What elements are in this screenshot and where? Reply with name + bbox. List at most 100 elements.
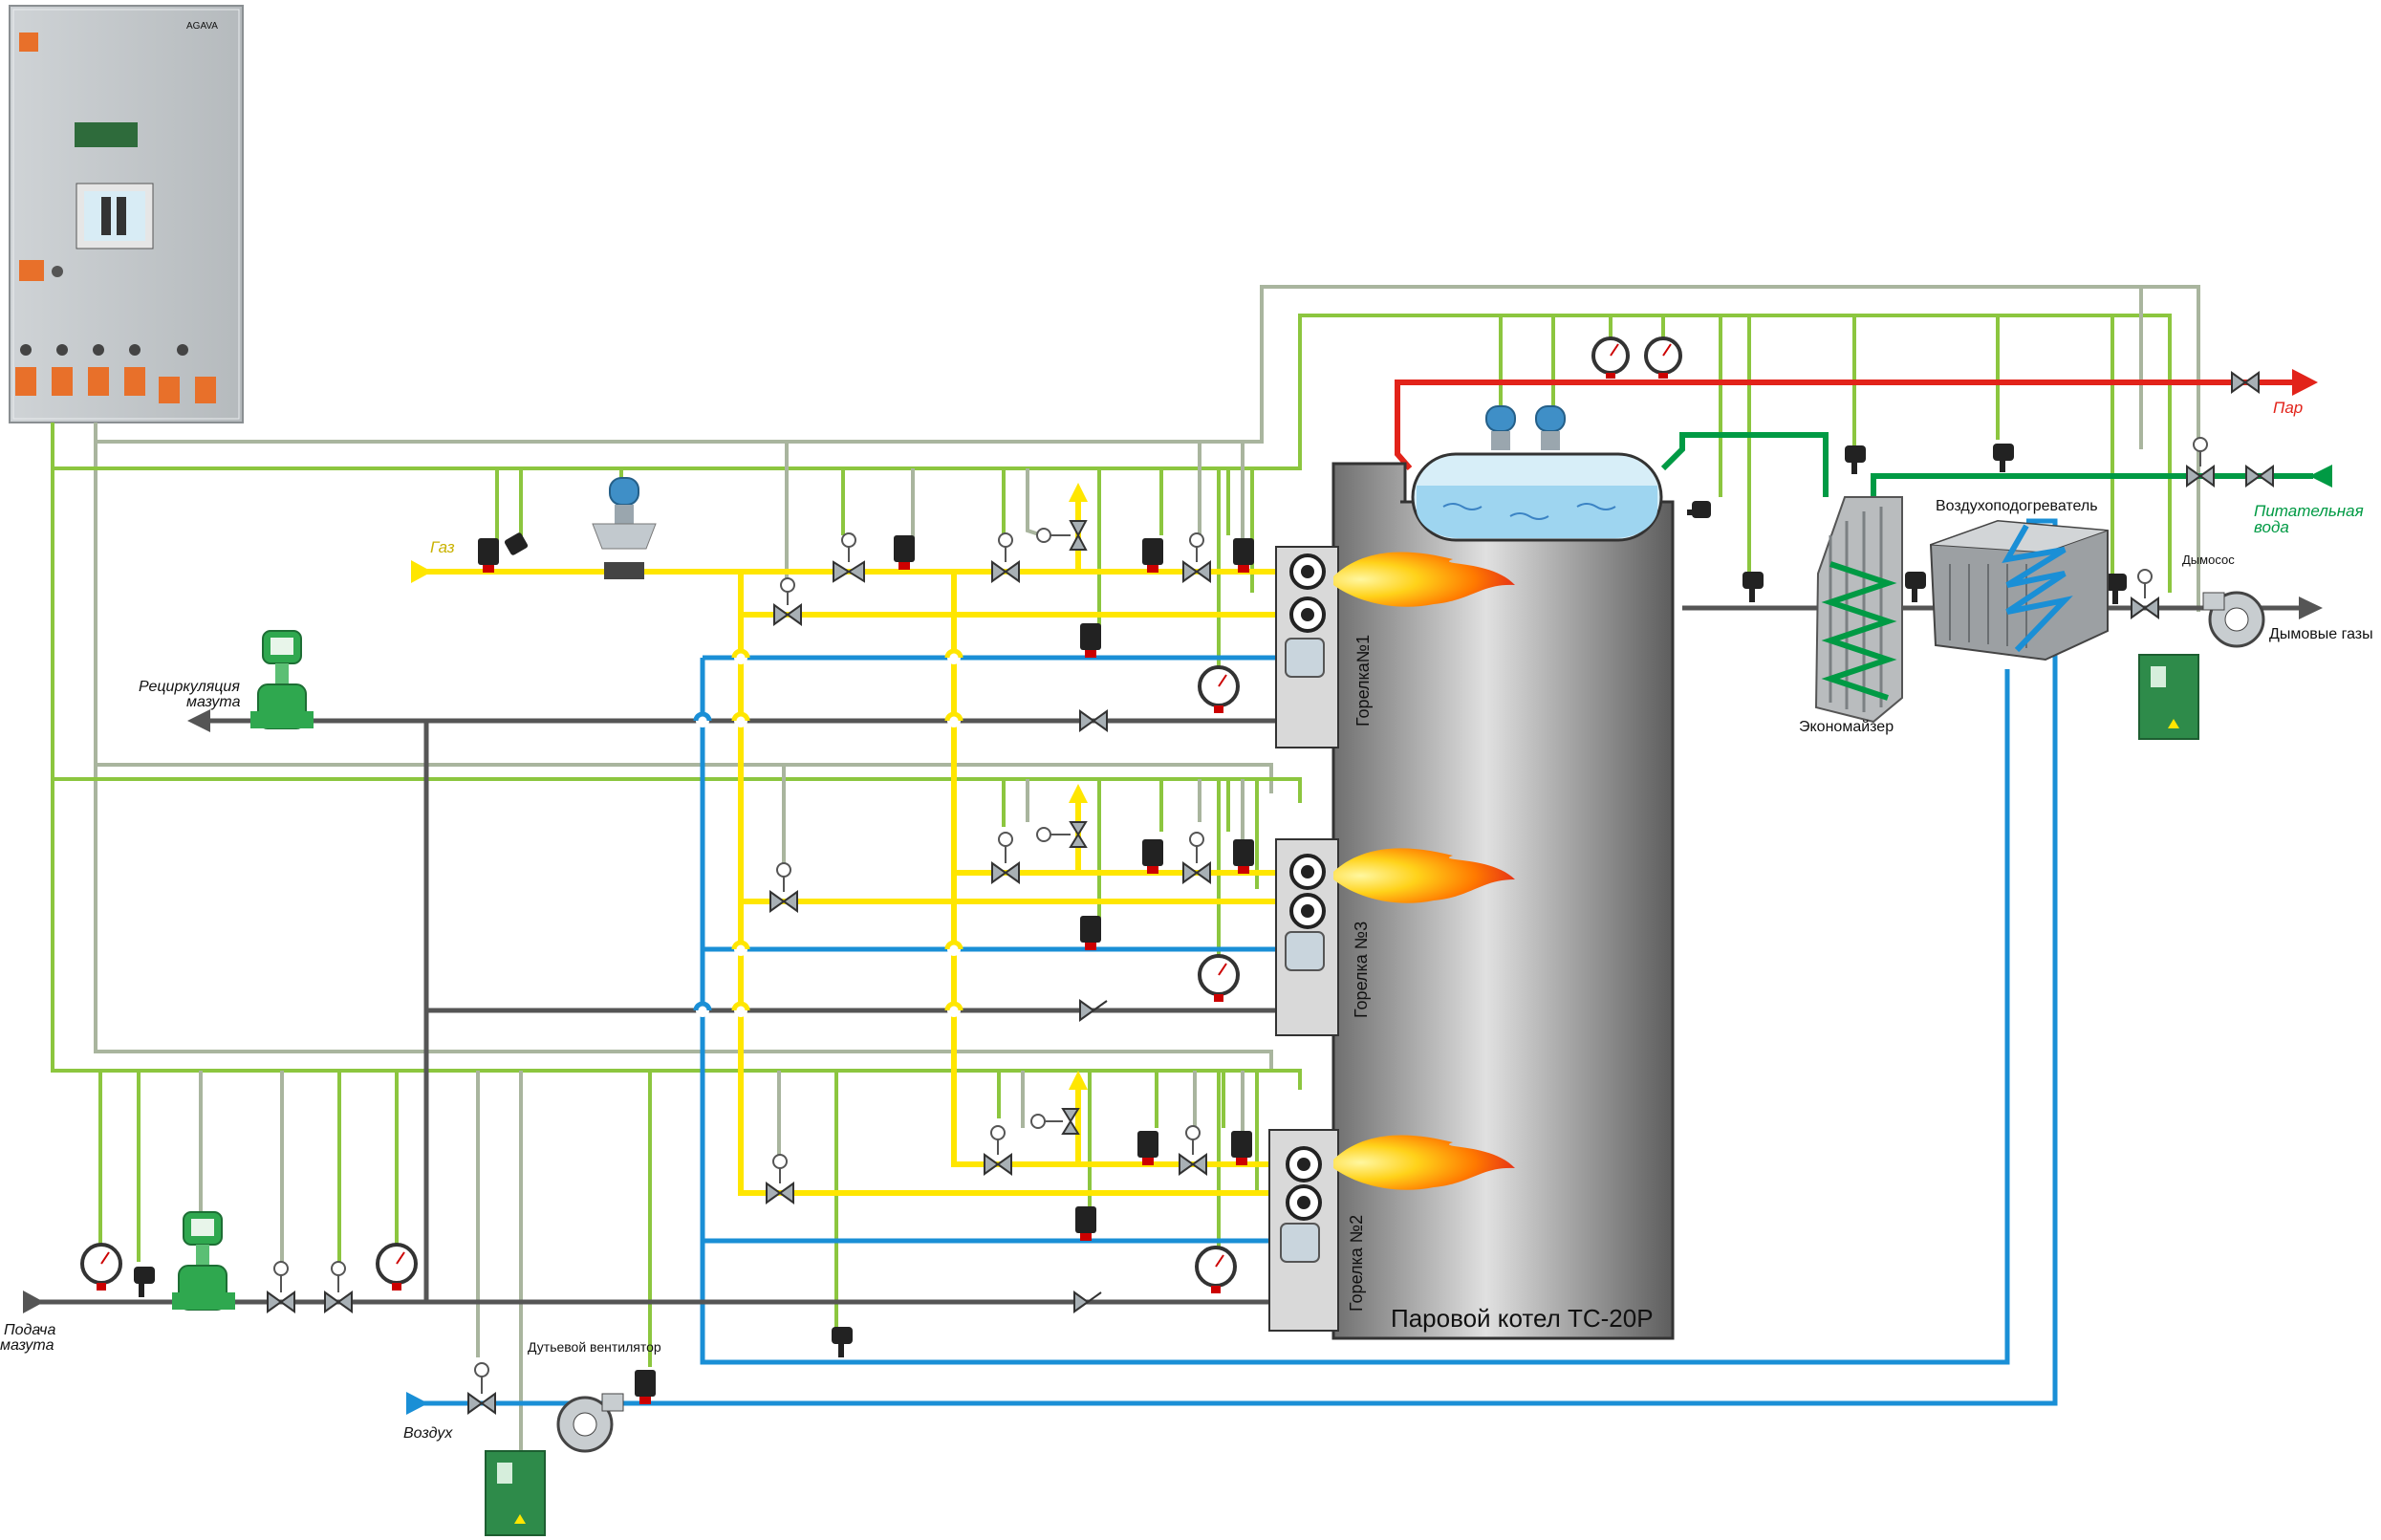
pressure-switch-icon bbox=[1993, 444, 2014, 472]
flame-icon bbox=[1333, 848, 1515, 903]
burner-head-icon bbox=[1286, 1184, 1322, 1221]
pressure-transmitter-icon bbox=[1485, 405, 1516, 450]
flow-meter-icon bbox=[250, 630, 314, 729]
burner-actuator-icon bbox=[1285, 931, 1325, 971]
recirculation-arrow bbox=[187, 709, 210, 732]
solenoid-valve-icon bbox=[1233, 538, 1254, 573]
valve-icon bbox=[1073, 1291, 1102, 1313]
valves bbox=[267, 371, 2274, 1415]
valve-icon bbox=[2186, 465, 2215, 488]
fuel-inlet-arrow bbox=[23, 1291, 44, 1313]
valve-icon bbox=[2245, 465, 2274, 488]
valve-icon bbox=[991, 861, 1020, 884]
frequency-drive-icon bbox=[485, 1450, 546, 1536]
pressure-switch-icon bbox=[1845, 445, 1866, 474]
pressure-gauge-icon bbox=[1195, 1246, 1237, 1293]
solenoid-valve-icon bbox=[1233, 839, 1254, 874]
valve-icon bbox=[991, 560, 1020, 583]
solenoid-valves bbox=[134, 444, 2127, 1404]
pressure-switch-icon bbox=[1905, 572, 1926, 602]
pressure-transmitter-icon bbox=[1535, 405, 1566, 450]
burner-head-icon bbox=[1286, 1146, 1322, 1182]
valve-icon bbox=[2231, 371, 2260, 394]
cabinet-indicator bbox=[75, 122, 138, 147]
valve-icon bbox=[773, 603, 802, 626]
blower-fan-label: Дутьевой вентилятор bbox=[528, 1339, 661, 1355]
valve-icon bbox=[1069, 520, 1088, 551]
fan-icon bbox=[2202, 591, 2265, 648]
flames bbox=[1333, 552, 1515, 1190]
burner-2-label: Горелка №2 bbox=[1347, 1215, 1366, 1312]
valve-icon bbox=[1079, 709, 1108, 732]
valve-stems bbox=[273, 437, 2208, 1394]
signal-wires bbox=[51, 285, 2200, 1453]
burner-actuator-icon bbox=[1280, 1223, 1320, 1263]
steam-outlet-arrow bbox=[2292, 369, 2318, 396]
valve-icon bbox=[467, 1392, 496, 1415]
pressure-switch-icon bbox=[1687, 501, 1711, 518]
control-cabinet: AGAVA bbox=[9, 5, 244, 423]
pressure-switch-icon bbox=[134, 1267, 155, 1297]
line-crossovers bbox=[696, 651, 961, 1017]
smoke-exhauster-label: Дымосос bbox=[2182, 553, 2235, 567]
gas-inlet-arrow bbox=[411, 560, 432, 583]
pressure-switch-icon bbox=[832, 1327, 853, 1357]
pressure-transmitter-icon bbox=[592, 477, 657, 579]
pressure-transmitters bbox=[592, 405, 1566, 579]
fuel-feed-label-1: Подача bbox=[4, 1322, 55, 1338]
solenoid-valve-icon bbox=[1080, 916, 1101, 950]
cabinet-lamp bbox=[19, 33, 38, 52]
air-heater-label: Воздухоподогреватель bbox=[1936, 498, 2098, 514]
solenoid-valve-icon bbox=[894, 535, 915, 570]
burner-3-label: Горелка №3 bbox=[1352, 922, 1371, 1018]
pressure-gauge-icon bbox=[1644, 336, 1682, 379]
pressure-switch-icon bbox=[1742, 572, 1764, 602]
feedwater-label-1: Питательная bbox=[2254, 502, 2364, 520]
solenoid-valve-icon bbox=[1142, 538, 1163, 573]
solenoid-valve-icon bbox=[1231, 1131, 1252, 1165]
valve-icon bbox=[267, 1291, 295, 1313]
pressure-gauge-icon bbox=[1198, 954, 1240, 1002]
valve-icon bbox=[1179, 1153, 1207, 1176]
valve-icon bbox=[1069, 821, 1088, 848]
flue-gas-arrow bbox=[2299, 596, 2323, 619]
economizer-label: Экономайзер bbox=[1799, 719, 1894, 735]
valve-icon bbox=[1079, 999, 1108, 1022]
steam-line bbox=[1395, 380, 2294, 470]
burner-1-label: Горелка№1 bbox=[1353, 635, 1373, 727]
burner-head-icon bbox=[1289, 893, 1326, 929]
air-inlet-arrow bbox=[406, 1392, 428, 1415]
blower-fan bbox=[485, 1393, 624, 1536]
cabinet-relay-row bbox=[15, 344, 216, 403]
solenoid-valve-icon bbox=[1137, 1131, 1158, 1165]
burner-head-icon bbox=[1289, 553, 1326, 590]
pressure-gauge-icon bbox=[376, 1243, 418, 1291]
pressure-gauge-icon bbox=[1591, 336, 1630, 379]
smoke-exhauster bbox=[2138, 591, 2265, 740]
steam-drum bbox=[1411, 452, 1663, 542]
solenoid-valve-icon bbox=[635, 1370, 656, 1404]
fuel-feed-label-2: мазута bbox=[0, 1337, 54, 1354]
valve-icon bbox=[1182, 861, 1211, 884]
flame-icon bbox=[1333, 552, 1515, 607]
valve-icon bbox=[984, 1153, 1012, 1176]
burner-heads bbox=[1280, 553, 1326, 1263]
flow-meter-icon bbox=[172, 1211, 235, 1311]
steam-label: Пар bbox=[2273, 399, 2303, 417]
flame-icon bbox=[1333, 1135, 1515, 1190]
boiler-label: Паровой котел ТС-20Р bbox=[1391, 1304, 1654, 1333]
air-label: Воздух bbox=[403, 1425, 453, 1442]
valve-icon bbox=[1182, 560, 1211, 583]
pressure-gauges bbox=[80, 336, 1682, 1293]
valve-icon bbox=[833, 560, 865, 583]
flue-gas-label: Дымовые газы bbox=[2269, 626, 2373, 642]
fuel-oil-lines bbox=[29, 605, 2304, 1305]
burner-head-icon bbox=[1289, 854, 1326, 890]
solenoid-valve-icon bbox=[1080, 623, 1101, 658]
recirculation-label-2: мазута bbox=[186, 694, 241, 710]
burner-head-icon bbox=[1289, 596, 1326, 633]
solenoid-valve-icon bbox=[1075, 1206, 1096, 1241]
pressure-gauge-icon bbox=[80, 1243, 122, 1291]
pressure-gauge-icon bbox=[1198, 665, 1240, 713]
